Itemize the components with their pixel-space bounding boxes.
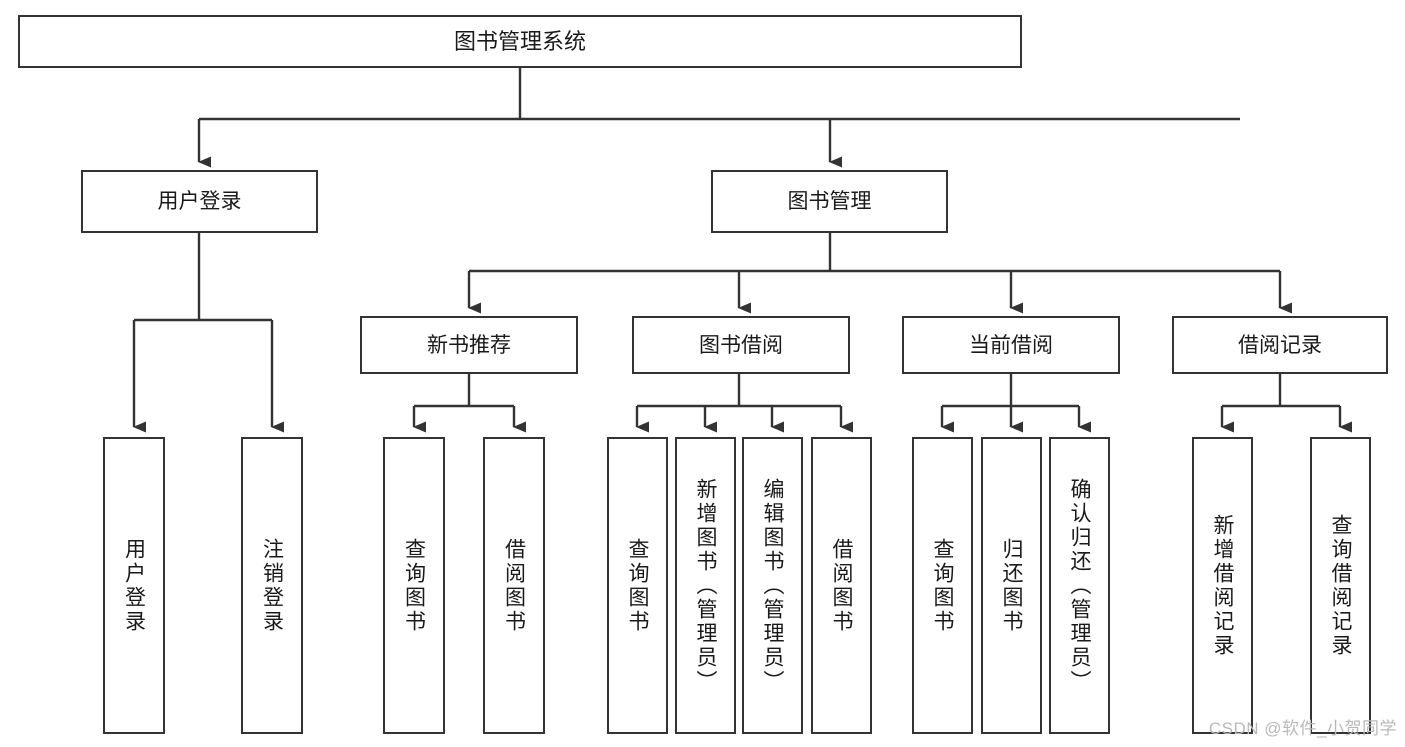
leaf-edit-book-admin[interactable]: 编辑图书（管理员）: [742, 437, 803, 734]
node-label: 用户登录: [157, 190, 242, 213]
leaf-add-borrow-record[interactable]: 新增借阅记录: [1192, 437, 1253, 734]
node-label: 新增图书（管理员）: [694, 477, 717, 694]
node-label: 借阅图书: [830, 537, 853, 634]
node-label: 图书借阅: [699, 333, 783, 357]
leaf-return-book[interactable]: 归还图书: [981, 437, 1042, 734]
node-label: 用户登录: [122, 537, 146, 634]
leaf-query-book-current[interactable]: 查询图书: [912, 437, 973, 734]
node-label: 图书管理: [787, 190, 872, 213]
node-label: 新书推荐: [427, 333, 511, 357]
node-label: 查询图书: [626, 537, 649, 634]
leaf-query-borrow-record[interactable]: 查询借阅记录: [1310, 437, 1371, 734]
leaf-query-book-borrow[interactable]: 查询图书: [607, 437, 668, 734]
node-label: 注销登录: [260, 537, 284, 634]
node-label: 查询图书: [931, 537, 954, 634]
watermark-text: CSDN @软件_小贺同学: [1208, 719, 1397, 738]
leaf-query-book-recommend[interactable]: 查询图书: [383, 437, 445, 734]
node-label: 新增借阅记录: [1211, 513, 1234, 658]
leaf-confirm-return-admin[interactable]: 确认归还（管理员）: [1049, 437, 1110, 734]
node-label: 查询图书: [402, 537, 426, 634]
node-label: 编辑图书（管理员）: [761, 477, 784, 694]
node-user-login[interactable]: 用户登录: [81, 170, 318, 233]
leaf-user-login[interactable]: 用户登录: [103, 437, 165, 734]
node-book-management[interactable]: 图书管理: [711, 170, 948, 233]
node-label: 图书管理系统: [453, 28, 586, 54]
node-label: 归还图书: [1000, 537, 1023, 634]
node-label: 借阅图书: [502, 537, 526, 634]
node-new-book-recommend[interactable]: 新书推荐: [360, 316, 578, 374]
node-root-book-management-system[interactable]: 图书管理系统: [18, 15, 1022, 68]
leaf-borrow-book-recommend[interactable]: 借阅图书: [483, 437, 545, 734]
node-current-borrow[interactable]: 当前借阅: [902, 316, 1120, 374]
leaf-borrow-book[interactable]: 借阅图书: [811, 437, 872, 734]
leaf-logout[interactable]: 注销登录: [241, 437, 303, 734]
node-book-borrow[interactable]: 图书借阅: [632, 316, 850, 374]
node-label: 确认归还（管理员）: [1068, 477, 1091, 694]
node-label: 当前借阅: [969, 333, 1053, 357]
leaf-add-book-admin[interactable]: 新增图书（管理员）: [675, 437, 736, 734]
node-borrow-record[interactable]: 借阅记录: [1172, 316, 1388, 374]
node-label: 借阅记录: [1238, 333, 1322, 357]
node-label: 查询借阅记录: [1329, 513, 1352, 658]
